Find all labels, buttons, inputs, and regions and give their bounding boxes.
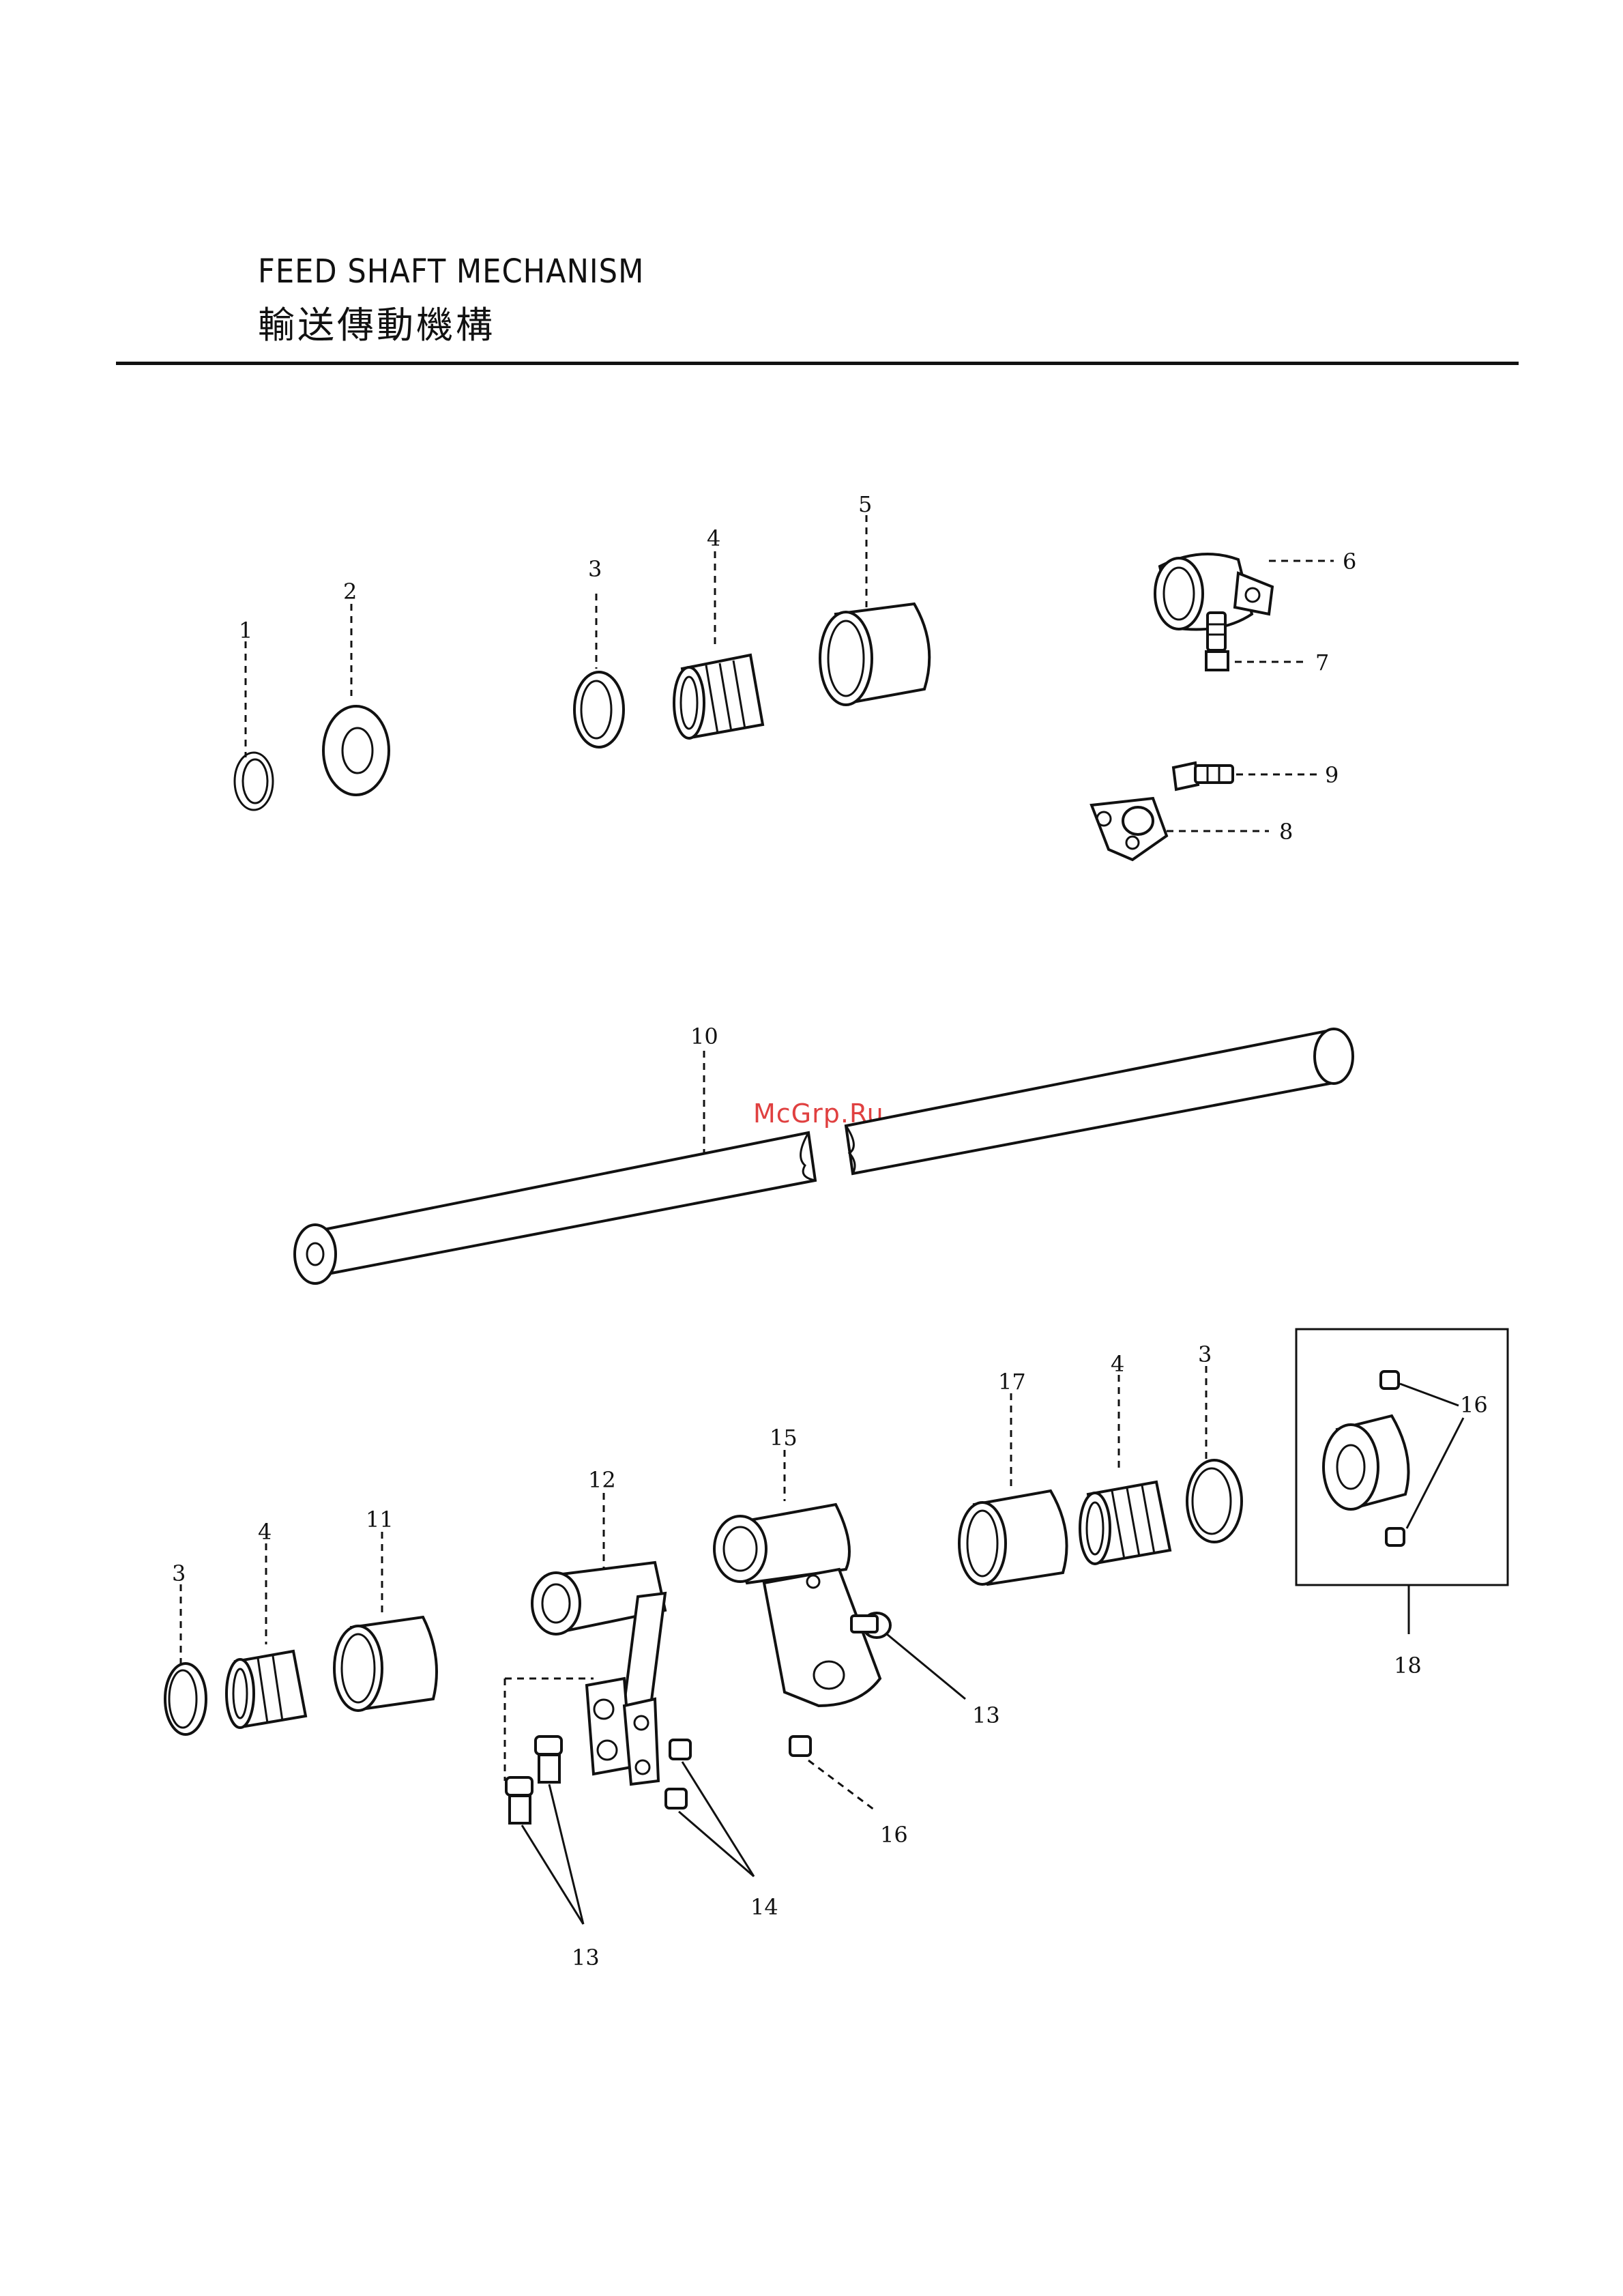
part-13-screws-left: 13 [505,1679,600,1971]
callout-1: 1 [239,617,252,643]
part-5-bushing: 5 [820,491,929,705]
callout-9: 9 [1325,762,1339,788]
callout-2: 2 [343,579,357,605]
part-1-snap-ring: 1 [235,617,273,810]
part-7-screw: 7 [1206,613,1329,675]
callout-7: 7 [1315,650,1329,675]
callout-13-right: 13 [972,1702,1000,1728]
callout-16-center: 16 [880,1822,908,1848]
callout-3-left: 3 [172,1560,186,1586]
part-10-feed-shaft: 10 [295,1023,1353,1283]
part-3-seal-ring-right: 3 [1187,1341,1242,1542]
part-9-screw: 9 [1173,762,1339,789]
callout-18: 18 [1394,1653,1422,1679]
part-15-feed-crank: 15 [714,1425,880,1706]
part-4-needle-bearing-right: 4 [1080,1351,1170,1564]
callout-3-top: 3 [588,556,602,582]
callout-4-top: 4 [707,525,720,551]
callout-15: 15 [770,1425,798,1451]
callout-3-right: 3 [1198,1341,1212,1367]
part-4-needle-bearing-left: 4 [226,1519,306,1728]
callout-11: 11 [366,1507,394,1532]
callout-13-bottom: 13 [572,1945,600,1971]
part-3-seal-ring-left: 3 [165,1560,206,1734]
part-11-bushing: 11 [334,1507,437,1711]
part-14-set-screws: 14 [666,1740,778,1920]
part-2-washer: 2 [323,579,389,795]
callout-5: 5 [858,491,872,517]
part-6-clamp-collar: 6 [1155,549,1356,630]
callout-6: 6 [1343,549,1356,575]
part-16-set-screw-center: 16 [790,1736,908,1848]
callout-8: 8 [1279,819,1293,845]
callout-14: 14 [750,1894,778,1920]
part-18-collar-assembly: 16 18 [1296,1329,1508,1679]
part-8-clamp-block: 8 [1092,798,1293,860]
part-17-bushing: 17 [959,1369,1067,1584]
part-4-needle-bearing-top: 4 [674,525,763,738]
callout-10: 10 [690,1023,718,1049]
callout-12: 12 [588,1467,616,1493]
part-3-seal-ring-top: 3 [574,556,624,747]
callout-4-right: 4 [1111,1351,1124,1377]
callout-17: 17 [998,1369,1026,1395]
callout-16-box: 16 [1460,1392,1488,1418]
callout-4-left: 4 [258,1519,272,1545]
